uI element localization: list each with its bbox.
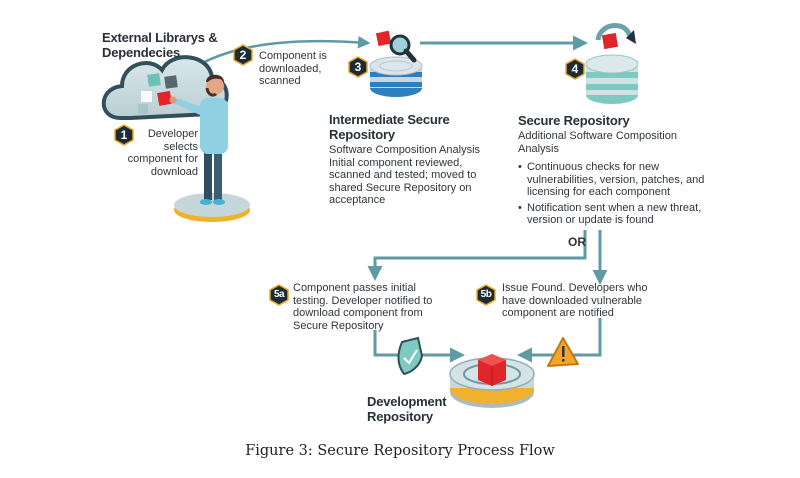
step-badge-label: 3 — [354, 60, 362, 74]
step-badge-label: 5a — [273, 289, 285, 300]
source-title: External Librarys & Dependecies — [102, 30, 218, 60]
branch-or-label: OR — [568, 235, 586, 249]
step-4-text: Additional Software Composition Analysis — [518, 130, 677, 155]
destination-title: Development Repository — [367, 394, 447, 424]
arrow-or-to-5a — [367, 230, 587, 281]
step-badge-label: 2 — [239, 48, 247, 62]
repository-platform-icon — [449, 354, 535, 408]
database-scan-icon — [369, 30, 423, 97]
step-badge-1: 1 — [113, 124, 135, 146]
step-5b-text: Issue Found. Developers who have downloa… — [502, 282, 648, 319]
step-4-bullet: Continuous checks for new vulnerabilitie… — [518, 161, 718, 199]
step-3-title: Intermediate Secure Repository — [329, 112, 450, 142]
arrow-5a-to-dev — [373, 330, 465, 363]
figure-caption: Figure 3: Secure Repository Process Flow — [245, 443, 555, 459]
step-badge-2: 2 — [232, 44, 254, 66]
step-2-text: Component is downloaded, scanned — [259, 50, 327, 87]
step-badge-label: 4 — [571, 62, 579, 76]
step-badge-3: 3 — [347, 56, 369, 78]
step-badge-5b: 5b — [475, 284, 497, 306]
step-badge-4: 4 — [564, 58, 586, 80]
step-1-text: Developer selects component for download — [127, 128, 198, 178]
step-3-text: Software Composition Analysis Initial co… — [329, 144, 481, 206]
arrow-5b-to-dev — [517, 318, 602, 363]
step-4-title: Secure Repository — [518, 113, 630, 128]
database-refresh-icon — [585, 23, 639, 104]
cloud-with-components-icon — [101, 55, 229, 120]
step-badge-label: 5b — [480, 289, 492, 300]
shield-check-icon — [397, 336, 424, 376]
step-4-bullets: Continuous checks for new vulnerabilitie… — [518, 161, 718, 230]
step-badge-label: 1 — [120, 128, 128, 142]
step-4-bullet: Notification sent when a new threat, ver… — [518, 202, 718, 227]
step-5a-text: Component passes initial testing. Develo… — [293, 282, 433, 332]
warning-icon — [547, 337, 579, 367]
step-badge-5a: 5a — [268, 284, 290, 306]
developer-icon — [169, 74, 250, 222]
flow-arrows — [174, 35, 608, 363]
